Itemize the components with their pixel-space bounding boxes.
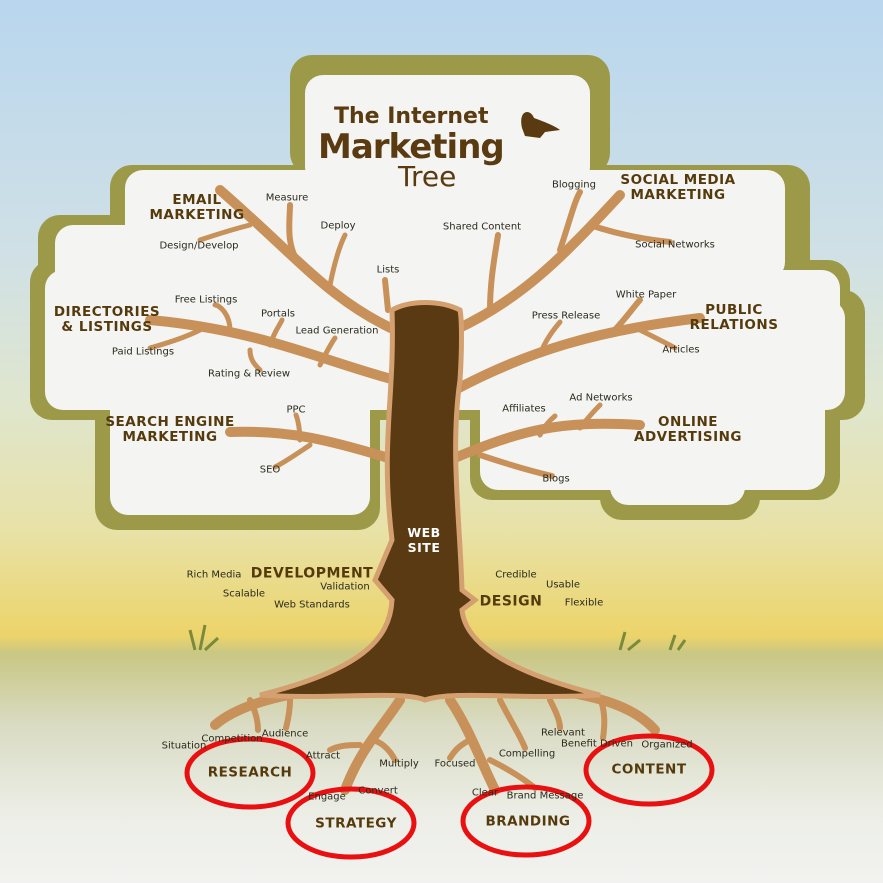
label: Organized [641,739,693,751]
web-site-line-1: WEB [407,525,441,540]
category-strategy: STRATEGY [315,815,397,832]
label: Social Networks [635,239,715,251]
bird-icon [521,112,560,138]
label: Deploy [320,220,356,232]
label: Paid Listings [111,346,175,358]
label: Measure [265,192,309,204]
diagram-title: The Internet Marketing Tree [318,102,505,193]
label: SEO [259,464,281,476]
label: Blogging [552,179,596,191]
label: Design/Develop [159,240,239,252]
category-line: MARKETING [149,207,245,223]
content-circle [583,733,715,807]
label: Validation [320,581,370,593]
web-site-line-2: SITE [407,540,441,555]
category-line: EMAIL [172,192,222,208]
category-content: CONTENT [611,761,687,778]
label: Benefit Driven [561,738,633,750]
label: Articles [662,344,700,356]
label: Shared Content [442,221,522,233]
category-development: DEVELOPMENT [250,565,374,582]
label: Competition [201,733,263,745]
label: Lists [376,264,400,276]
label: Situation [161,740,207,752]
category-line: SOCIAL MEDIA [620,172,736,188]
category-research: RESEARCH [207,764,293,781]
label: Web Standards [274,599,350,611]
branding-circle [460,784,592,858]
category-line: DIRECTORIES [53,304,161,320]
category-line: & LISTINGS [61,319,153,335]
category-design: DESIGN [479,593,543,610]
label: Brand Message [506,790,584,802]
category-line: ONLINE [658,414,718,430]
label: Focused [434,758,476,770]
strategy-circle [285,786,417,860]
label: Flexible [564,597,604,609]
label: Credible [495,569,537,581]
label: PPC [286,404,306,416]
label: Relevant [541,727,585,739]
label: Lead Generation [295,325,379,337]
highlight-circles [184,733,715,860]
label: Attract [305,750,341,762]
label: Blogs [542,473,570,485]
label: Rich Media [186,569,242,581]
category-line: RELATIONS [689,317,779,333]
category-line: MARKETING [122,429,218,445]
label: Multiply [379,758,419,770]
label: Ad Networks [569,392,633,404]
branches [145,185,705,795]
category-directories-listings: DIRECTORIES& LISTINGS [54,305,160,335]
label: Engage [308,791,346,803]
category-line: ADVERTISING [634,429,742,445]
title-line-2: Marketing [318,127,505,167]
title-line-3: Tree [398,160,457,193]
title-line-1: The Internet [334,104,489,129]
label: Compelling [498,748,556,760]
label: Scalable [222,588,266,600]
label: Portals [261,308,295,320]
research-circle [184,736,316,810]
label: Clear [471,787,499,799]
label: Free Listings [174,294,238,306]
tree-trunk [259,300,601,703]
category-line: SEARCH ENGINE [105,414,235,430]
label: Affiliates [502,403,546,415]
label: Usable [546,579,580,591]
label: Rating & Review [207,368,291,380]
category-branding: BRANDING [485,813,571,830]
label: Audience [261,728,309,740]
label: Press Release [531,310,601,322]
label: White Paper [615,289,677,301]
label: Convert [358,785,398,797]
grass-tufts [188,624,687,652]
category-line: PUBLIC [705,302,763,318]
category-line: MARKETING [630,187,726,203]
